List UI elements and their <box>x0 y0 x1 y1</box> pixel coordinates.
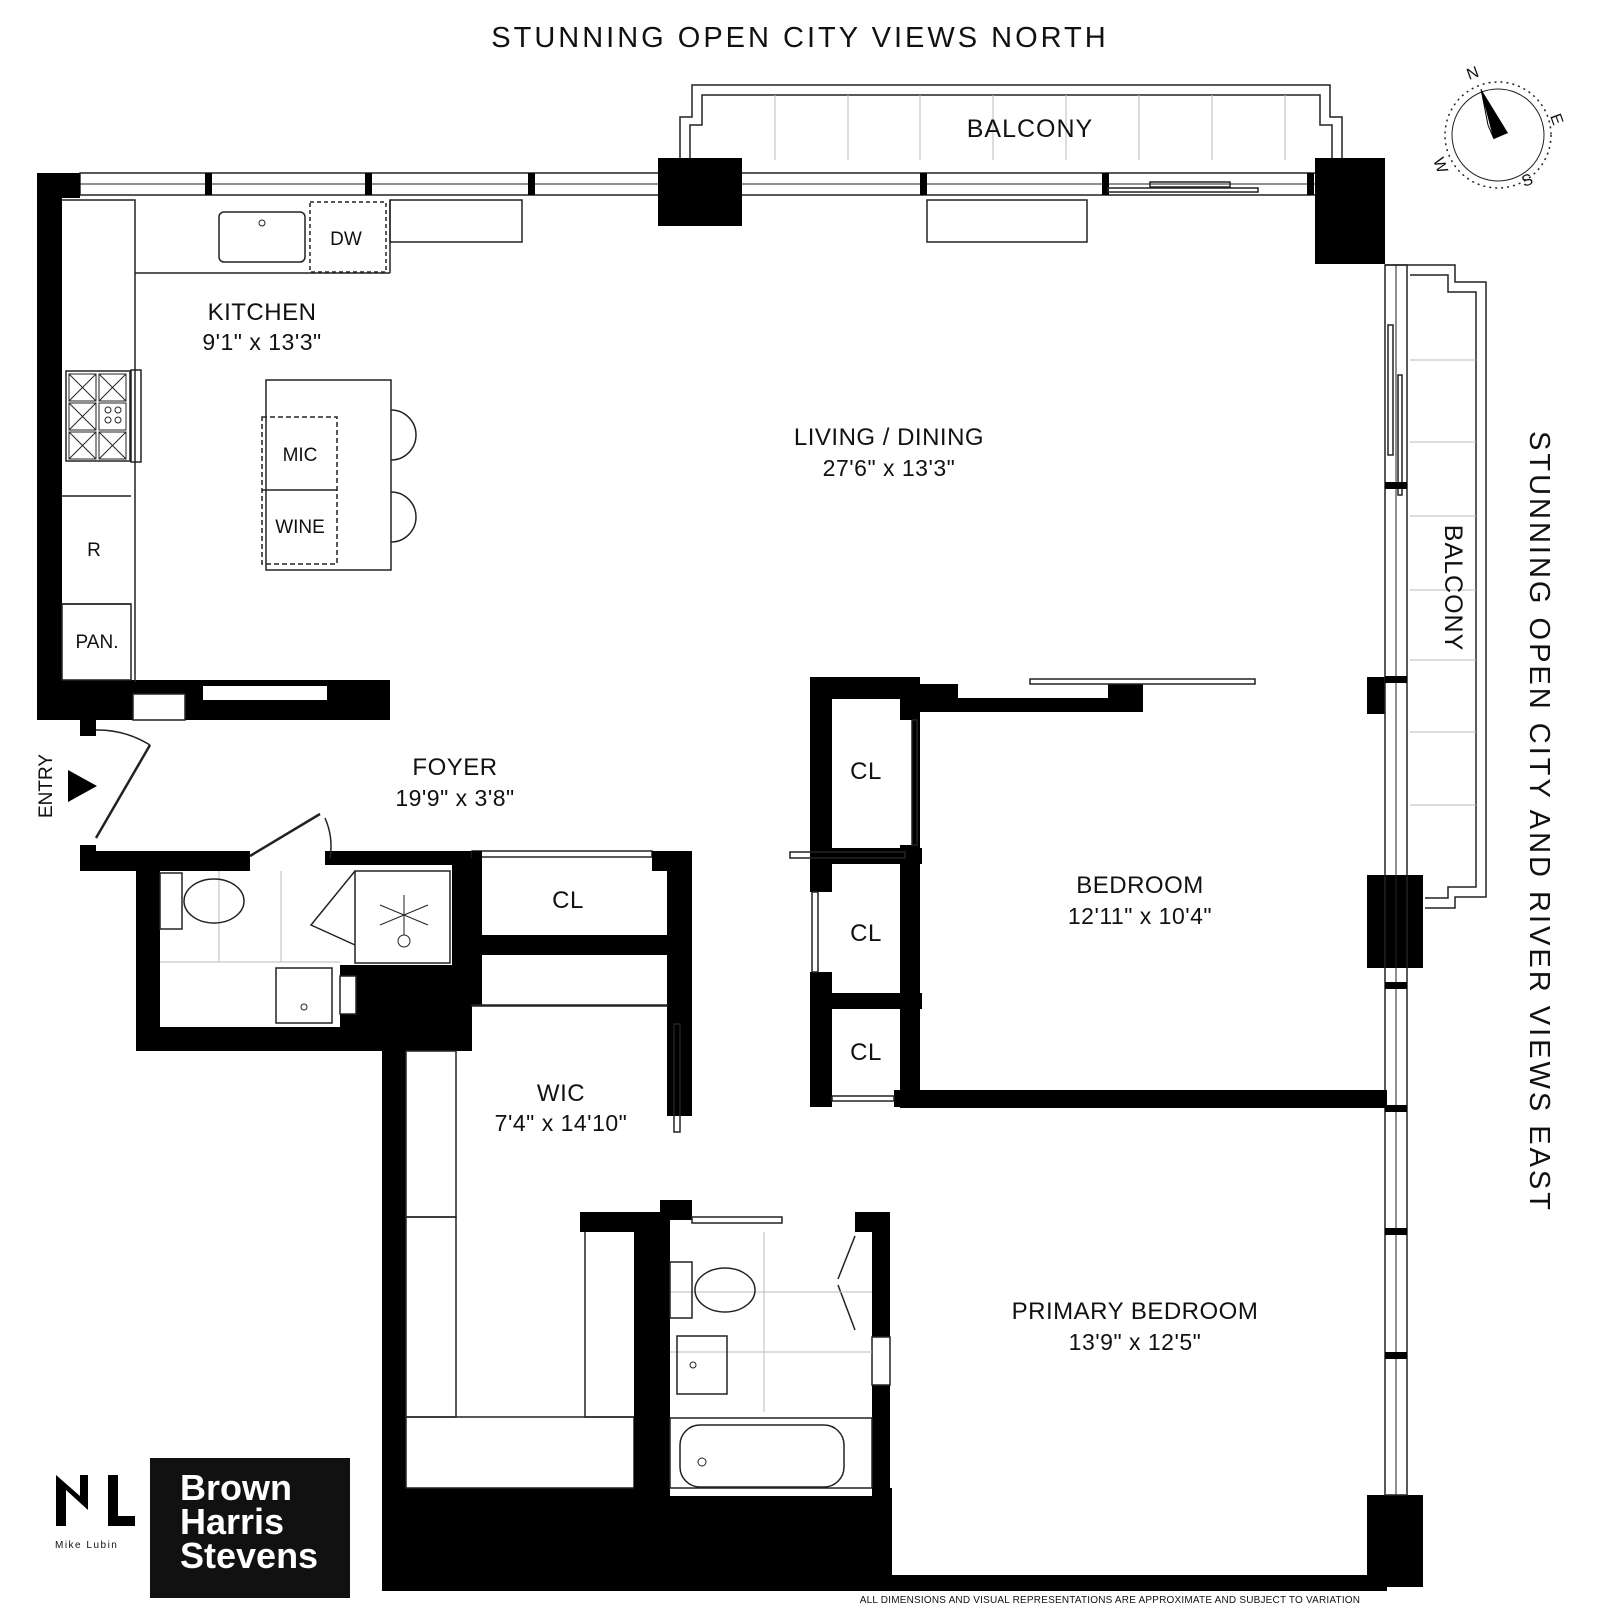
bedroom-name: BEDROOM <box>1076 872 1204 899</box>
balcony-label-north: BALCONY <box>967 115 1093 143</box>
kitchen-walls <box>37 173 390 721</box>
fridge-label: R <box>87 540 101 561</box>
wic-dimensions: 7'4" x 14'10" <box>495 1110 628 1136</box>
walk-in-closet <box>382 1004 892 1591</box>
foyer-closet-label: CL <box>552 887 584 914</box>
company-line-3: Stevens <box>180 1535 318 1576</box>
kitchen-island <box>261 379 417 571</box>
kitchen-counters <box>61 199 1088 682</box>
south-wall <box>872 1575 1387 1591</box>
mike-lubin-logo: Mike Lubin <box>55 1475 135 1551</box>
bedroom-dimensions: 12'11" x 10'4" <box>1068 903 1212 929</box>
wine-fridge-label: WINE <box>275 517 325 538</box>
bedroom-closet-label: CL <box>850 920 882 947</box>
primary-bedroom-dimensions: 13'9" x 12'5" <box>1069 1329 1202 1355</box>
kitchen-name: KITCHEN <box>208 299 317 326</box>
column <box>1367 677 1385 714</box>
balcony-label-east: BALCONY <box>1439 525 1467 651</box>
north-balcony: BALCONY <box>679 84 1343 160</box>
compass-e-label: E <box>1546 112 1566 128</box>
dishwasher <box>309 201 387 273</box>
column <box>1315 158 1385 264</box>
view-label-north: STUNNING OPEN CITY VIEWS NORTH <box>491 22 1108 54</box>
company-line-1: Brown <box>180 1467 292 1508</box>
living-dining-dimensions: 27'6" x 13'3" <box>823 455 956 481</box>
wic-name: WIC <box>537 1080 585 1107</box>
microwave-label: MIC <box>283 445 318 466</box>
sink-icon <box>218 211 306 263</box>
living-dining-name: LIVING / DINING <box>794 424 984 451</box>
column <box>1367 875 1423 968</box>
entry-door[interactable] <box>80 720 152 871</box>
compass-n-label: N <box>1465 64 1482 84</box>
compass-icon: N E S W <box>1429 64 1566 191</box>
primary-bedroom-name: PRIMARY BEDROOM <box>1012 1298 1259 1325</box>
compass-w-label: W <box>1429 156 1450 177</box>
company-line-2: Harris <box>180 1501 284 1542</box>
dishwasher-label: DW <box>330 229 362 250</box>
column <box>658 158 742 226</box>
east-window-wall <box>1384 264 1408 1496</box>
brown-harris-stevens-logo: Brown Harris Stevens <box>150 1458 350 1598</box>
compass-s-label: S <box>1520 171 1536 191</box>
east-balcony: BALCONY <box>1385 264 1487 909</box>
disclaimer: ALL DIMENSIONS AND VISUAL REPRESENTATION… <box>860 1595 1360 1606</box>
foyer-closet <box>471 850 692 1116</box>
entry-label: ENTRY <box>36 754 57 818</box>
kitchen-dimensions: 9'1" x 13'3" <box>202 329 321 355</box>
guest-bath <box>80 812 475 1051</box>
foyer-dimensions: 19'9" x 3'8" <box>395 785 514 811</box>
entry-arrow-icon <box>68 770 97 802</box>
view-label-east: STUNNING OPEN CITY AND RIVER VIEWS EAST <box>1523 431 1555 1213</box>
column <box>1367 1495 1423 1587</box>
agent-name: Mike Lubin <box>55 1540 118 1551</box>
foyer-name: FOYER <box>412 754 497 781</box>
bedroom-closet-label: CL <box>850 1039 882 1066</box>
bedroom-closet-label: CL <box>850 758 882 785</box>
sink-drain-icon <box>258 219 266 227</box>
primary-bath <box>669 1212 891 1590</box>
bedroom-walls <box>789 677 1387 1108</box>
pantry-label: PAN. <box>76 632 119 653</box>
stove-icon <box>65 370 131 462</box>
